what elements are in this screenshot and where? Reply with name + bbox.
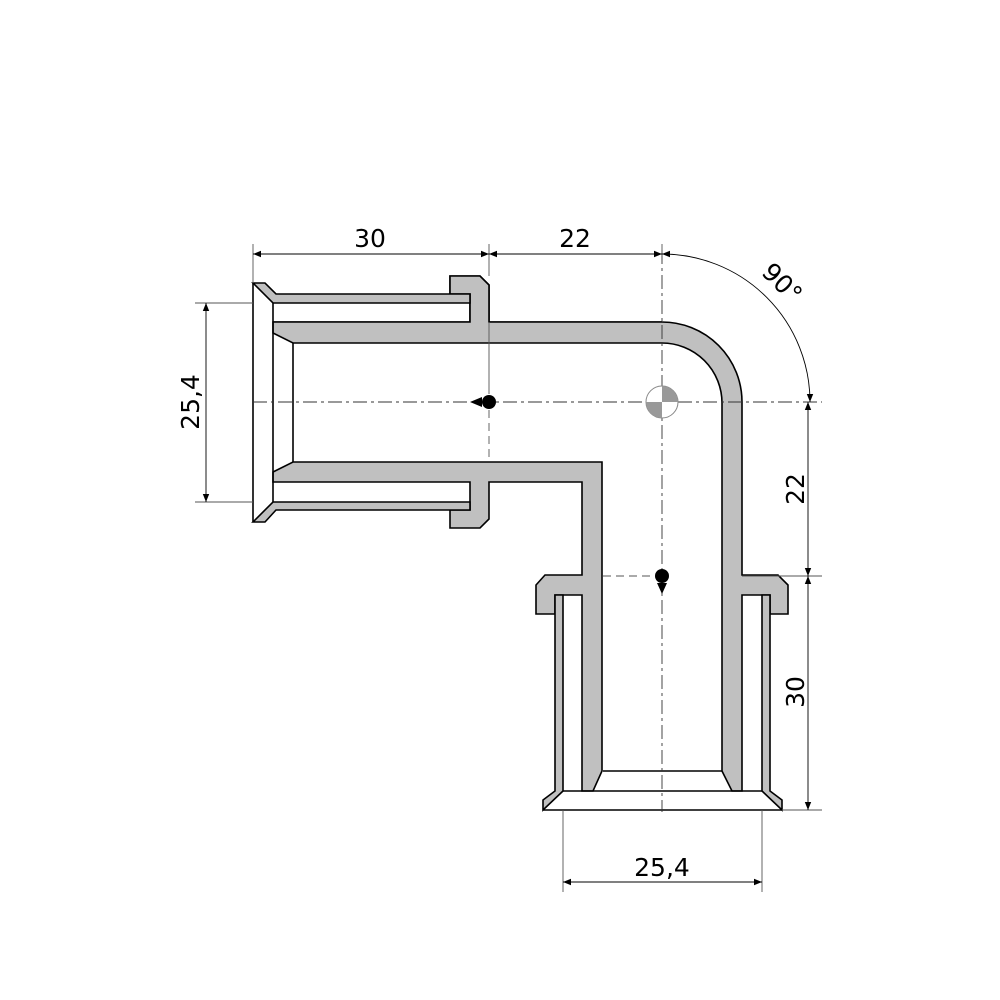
dim-top-left-length: 30 [354,224,386,253]
dim-top-right-length: 22 [559,224,591,253]
inner-elbow-wall [272,461,603,792]
outer-elbow-wall [272,275,789,792]
dim-left-diameter: 25,4 [176,374,205,430]
dim-right-upper-length: 22 [781,473,810,505]
left-insertion-marker-icon [470,395,496,409]
centroid-symbol [645,385,679,419]
dimension-lines [202,250,814,886]
bottom-insertion-marker-icon [655,569,669,594]
left-sleeve-bottom [251,501,471,523]
bottom-sleeve-left [542,594,564,812]
dim-bottom-diameter: 25,4 [634,853,690,882]
bottom-sleeve-right [761,594,783,812]
dim-angle: 90° [756,257,808,309]
fitting-body [251,275,789,812]
dim-right-lower-length: 30 [781,676,810,708]
extension-lines [195,244,822,892]
left-sleeve-top [251,282,471,304]
